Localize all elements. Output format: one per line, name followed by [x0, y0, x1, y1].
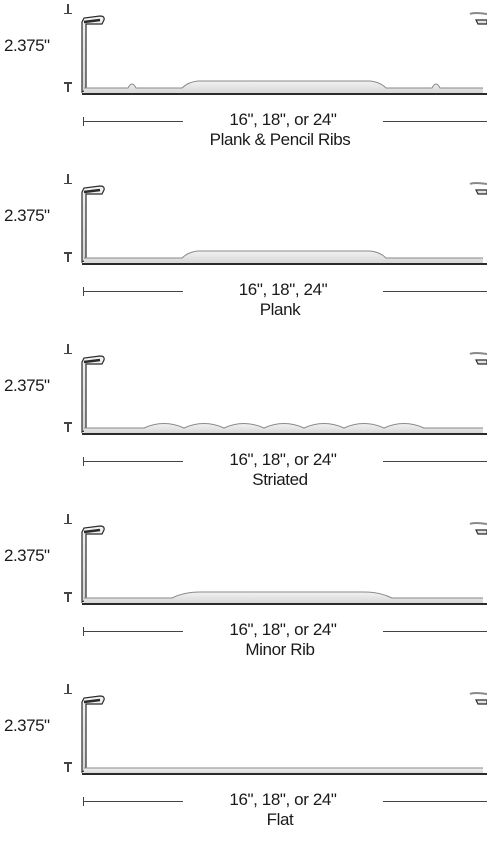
- dimension-line-left: [83, 461, 183, 462]
- style-label: Plank: [259, 300, 301, 319]
- height-tick-top: [64, 344, 72, 354]
- style-label: Flat: [266, 810, 294, 829]
- height-tick-bottom: [64, 762, 72, 772]
- dimension-line-right: [383, 461, 487, 462]
- right-hook: [475, 19, 487, 25]
- left-hook: [83, 358, 101, 364]
- height-label: 2.375": [4, 546, 50, 565]
- right-hook: [475, 359, 487, 365]
- right-hook-top: [469, 182, 487, 185]
- pan-surface: [84, 81, 483, 94]
- height-tick-top: [64, 514, 72, 524]
- left-leg: [81, 695, 105, 773]
- style-label: Striated: [252, 470, 308, 489]
- style-label: Plank & Pencil Ribs: [209, 130, 351, 149]
- height-tick-bottom: [64, 82, 72, 92]
- panel-profile-drawing: [81, 692, 487, 775]
- panel-profile-drawing: [81, 352, 487, 435]
- right-hook: [475, 189, 487, 195]
- right-hook: [475, 699, 487, 705]
- height-label: 2.375": [4, 36, 50, 55]
- dimension-line-right: [383, 801, 487, 802]
- left-leg: [81, 525, 105, 603]
- left-leg: [81, 355, 105, 433]
- height-label: 2.375": [4, 206, 50, 225]
- left-leg: [81, 185, 105, 263]
- pan-surface: [84, 768, 483, 774]
- dimension-line-left: [83, 121, 183, 122]
- right-hook-top: [469, 692, 487, 695]
- right-hook-top: [469, 522, 487, 525]
- pan-surface: [84, 423, 483, 434]
- left-hook: [83, 528, 101, 534]
- height-label: 2.375": [4, 376, 50, 395]
- panel-plank-pencil-ribs: 2.375" 16", 18", or 24"Plank & Pencil Rib…: [0, 0, 487, 168]
- height-tick-bottom: [64, 252, 72, 262]
- height-tick-bottom: [64, 592, 72, 602]
- left-leg: [81, 15, 105, 93]
- dimension-line-left: [83, 801, 183, 802]
- dimension-line-right: [383, 121, 487, 122]
- width-label: 16", 18", or 24": [229, 450, 337, 469]
- panel-flat: 2.375" 16", 18", or 24"Flat: [0, 680, 487, 848]
- left-hook: [83, 188, 101, 194]
- dimension-line-right: [383, 291, 487, 292]
- height-tick-bottom: [64, 422, 72, 432]
- right-hook: [475, 529, 487, 535]
- width-label: 16", 18", 24": [238, 280, 328, 299]
- left-hook: [83, 698, 101, 704]
- panel-profile-drawing: [81, 522, 487, 605]
- pan-top-edge: [84, 80, 483, 89]
- panel-minor-rib: 2.375" 16", 18", or 24"Minor Rib: [0, 510, 487, 678]
- right-hook-top: [469, 352, 487, 355]
- style-label: Minor Rib: [245, 640, 315, 659]
- panel-profile-drawing: [81, 182, 487, 265]
- right-hook-top: [469, 12, 487, 15]
- panel-striated: 2.375" 16", 18", or 24"Striated: [0, 340, 487, 508]
- height-tick-top: [64, 684, 72, 694]
- height-tick-top: [64, 174, 72, 184]
- pan-surface: [84, 251, 483, 264]
- pan-top-edge: [84, 591, 483, 599]
- height-tick-top: [64, 4, 72, 14]
- panel-profile-drawing: [81, 12, 487, 95]
- width-label: 16", 18", or 24": [229, 620, 337, 639]
- pan-top-edge: [84, 250, 483, 259]
- width-label: 16", 18", or 24": [229, 110, 337, 129]
- dimension-line-left: [83, 631, 183, 632]
- dimension-line-left: [83, 291, 183, 292]
- left-hook: [83, 18, 101, 24]
- panel-plank: 2.375" 16", 18", 24"Plank: [0, 170, 487, 338]
- height-label: 2.375": [4, 716, 50, 735]
- pan-top-edge: [84, 423, 483, 429]
- dimension-line-right: [383, 631, 487, 632]
- width-label: 16", 18", or 24": [229, 790, 337, 809]
